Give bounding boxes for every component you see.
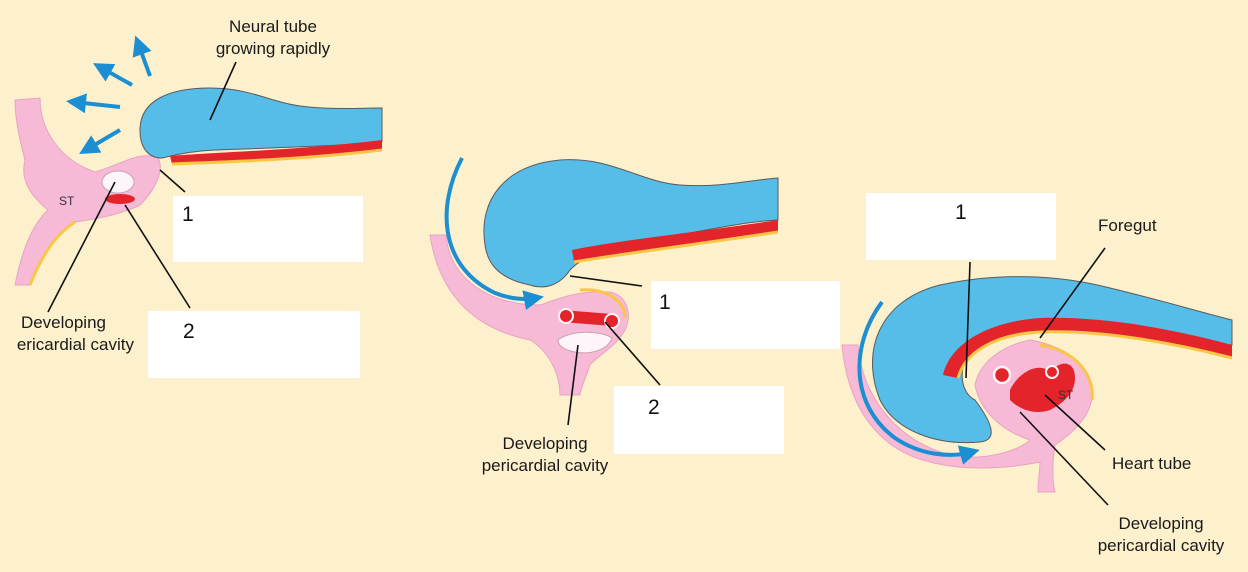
neural-tube-label-line1: Neural tube [198, 16, 348, 38]
growth-arrow-3 [74, 102, 120, 107]
panel2-box-2-number: 2 [648, 396, 660, 420]
panel1-box-2-number: 2 [183, 320, 195, 344]
neural-tube-label: Neural tube growing rapidly [198, 16, 348, 60]
foregut-label: Foregut [1098, 215, 1157, 237]
panel2-heart-tube-right [605, 314, 619, 328]
panel2-neural-tube [484, 160, 778, 287]
panel3-heart-ring-left [994, 367, 1010, 383]
leader-p1-box1 [160, 170, 185, 192]
panel3-pericardial-label: Developing pericardial cavity [1086, 513, 1236, 557]
panel1-st-label: ST [59, 194, 74, 208]
growth-arrow-2 [100, 67, 132, 85]
panel-1-embryo [15, 43, 382, 312]
heart-tube-label: Heart tube [1112, 453, 1191, 475]
panel1-heart-primordium [105, 194, 135, 204]
panel1-answer-box-2[interactable]: 2 [148, 311, 360, 378]
panel3-answer-box-1[interactable]: 1 [866, 193, 1056, 260]
panel2-answer-box-2[interactable]: 2 [614, 386, 784, 454]
neural-tube-label-line2: growing rapidly [198, 38, 348, 60]
panel2-pericardial-label: Developing pericardial cavity [470, 433, 620, 477]
panel2-pericardial-line1: Developing [470, 433, 620, 455]
panel3-st-label: ST [1058, 388, 1073, 402]
panel2-heart-tube-left [559, 309, 573, 323]
panel1-pericardial-line1: Developing [0, 312, 134, 334]
panel2-pericardial-line2: pericardial cavity [470, 455, 620, 477]
panel1-cavity [102, 171, 134, 193]
panel1-answer-box-1[interactable]: 1 [173, 196, 363, 262]
panel1-pericardial-line2: ericardial cavity [0, 334, 134, 356]
leader-p2-box1 [570, 276, 642, 286]
panel3-pericardial-line2: pericardial cavity [1086, 535, 1236, 557]
panel3-box-1-number: 1 [955, 201, 967, 225]
panel3-heart-ring-right [1046, 366, 1058, 378]
panel1-pericardial-label: Developing ericardial cavity [0, 312, 134, 356]
growth-arrow-4 [86, 130, 120, 150]
panel1-box-1-number: 1 [182, 203, 194, 227]
growth-arrow-1 [138, 43, 150, 76]
panel3-pericardial-line1: Developing [1086, 513, 1236, 535]
panel2-box-1-number: 1 [659, 291, 671, 315]
panel2-answer-box-1[interactable]: 1 [651, 281, 840, 349]
panel1-pink-tissue [15, 98, 160, 285]
